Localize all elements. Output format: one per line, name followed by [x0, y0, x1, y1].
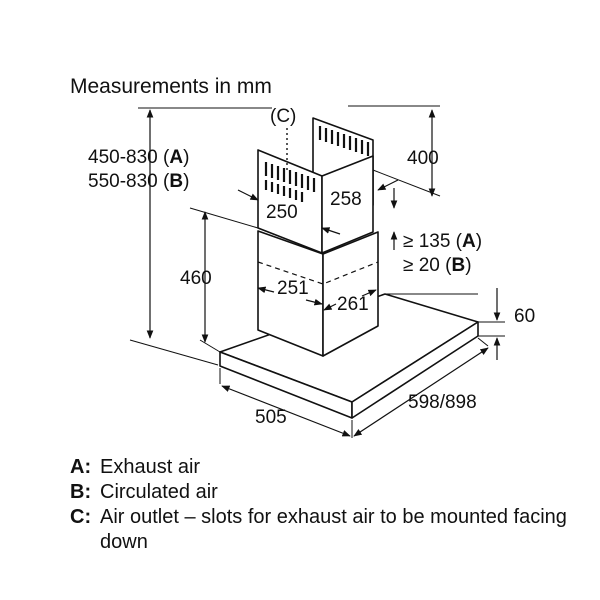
- legend-item-b: B: Circulated air: [70, 480, 590, 505]
- legend-key: C:: [70, 506, 92, 528]
- canopy-width-dim: [353, 347, 489, 437]
- legend-text: Circulated air: [100, 481, 218, 503]
- lower-side-depth-label: 261: [337, 294, 369, 315]
- lower-chimney: [257, 230, 379, 357]
- diagram-title: Measurements in mm: [70, 75, 272, 98]
- legend-key: A:: [70, 456, 92, 478]
- legend-text: Exhaust air: [100, 456, 201, 478]
- vent-slots-front: [264, 162, 316, 202]
- upper-front-width-arrow-b: [321, 227, 341, 235]
- legend-text: Air outlet – slots for exhaust air to be…: [100, 506, 567, 553]
- extension-lines: [129, 105, 505, 438]
- canopy-depth-dim: [221, 385, 351, 437]
- legend: A: Exhaust air B: Circulated air C: Air …: [70, 455, 590, 555]
- canopy-width-label: 598/898: [408, 392, 477, 413]
- lower-chimney-side: [322, 231, 379, 357]
- chimney-side-depth-label: 258: [330, 189, 362, 210]
- legend-item-c: C: Air outlet – slots for exhaust air to…: [70, 505, 590, 555]
- upper-side-depth-arrow-a: [377, 179, 399, 191]
- vent-slots-back: [318, 126, 370, 156]
- canopy-depth-label: 505: [255, 407, 287, 428]
- overlap-dashed-line: [257, 261, 379, 285]
- gap-b-label: ≥ 20 (B): [403, 255, 472, 276]
- upper-chimney: [257, 117, 374, 254]
- chimney-outlet-label: (C): [270, 106, 296, 127]
- height-a-label: 450-830 (A): [88, 147, 189, 168]
- lower-front-width-label: 251: [277, 278, 309, 299]
- chimney-front-width-label: 250: [266, 202, 298, 223]
- chimney-top-height-label: 400: [407, 148, 439, 169]
- lower-front-width-arrow-a: [257, 286, 275, 294]
- legend-item-a: A: Exhaust air: [70, 455, 590, 480]
- dimension-lines: [146, 109, 501, 437]
- gap-a-label: ≥ 135 (A): [403, 231, 482, 252]
- canopy-thickness-label: 60: [514, 306, 535, 327]
- height-b-label: 550-830 (B): [88, 171, 189, 192]
- lower-side-depth-arrow-b: [361, 289, 377, 297]
- upper-front-width-arrow-a: [237, 189, 259, 201]
- legend-key: B:: [70, 481, 92, 503]
- lower-front-width-arrow-b: [305, 298, 323, 306]
- lower-height-label: 460: [180, 268, 212, 289]
- lower-side-depth-arrow-a: [323, 303, 337, 311]
